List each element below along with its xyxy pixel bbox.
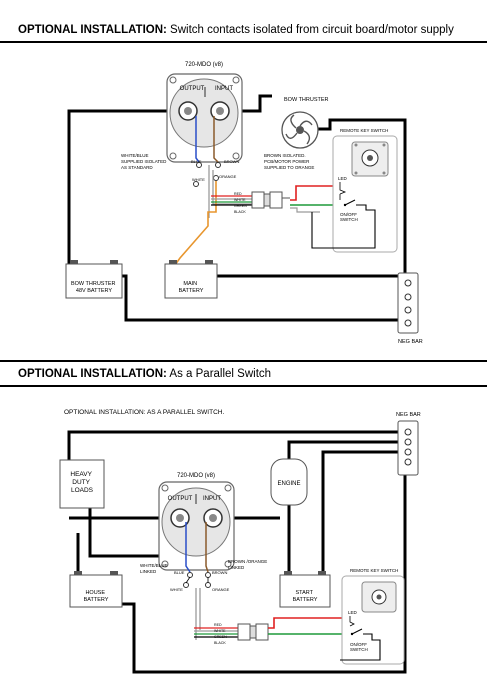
blue-label: BLUE	[174, 570, 185, 575]
section2-rule-bottom	[0, 385, 487, 387]
start-battery	[279, 574, 331, 608]
white-label: WHITE	[192, 177, 205, 182]
brown-label: BROWN	[212, 570, 227, 575]
input-label: INPUT	[215, 86, 233, 92]
blue-wire	[185, 522, 191, 573]
brown-terminal	[215, 162, 221, 168]
orange-label: ORANGE	[212, 587, 230, 592]
heavy-duty-loads-box	[59, 459, 105, 509]
blue-wire	[195, 116, 200, 163]
red-wire	[268, 617, 348, 629]
white-blue-note: WHITE/BLUE SUPPLIED ISOLATED AS STANDARD	[121, 153, 168, 170]
neg-bar-label: NEG BAR	[398, 339, 423, 345]
neg-bar	[397, 420, 419, 476]
section2-title-bold: OPTIONAL INSTALLATION:	[18, 368, 167, 380]
section1-title-rest: Switch contacts isolated from circuit bo…	[166, 24, 454, 36]
engine-label: ENGINE	[277, 481, 300, 487]
led-label: LED	[338, 176, 348, 181]
led-label: LED	[348, 610, 358, 615]
brown-terminal	[205, 572, 211, 578]
blue-label: BLUE	[191, 159, 202, 164]
bow-thruster-battery	[65, 263, 123, 299]
remote-key-switch-label: REMOTE KEY SWITCH	[340, 128, 388, 133]
connector-plug	[251, 191, 265, 209]
bow-battery-label: BOW THRUSTER 48V BATTERY	[71, 281, 117, 294]
section1-title: OPTIONAL INSTALLATION: Switch contacts i…	[18, 24, 454, 36]
section1-rule	[0, 41, 487, 43]
signal-wire-bundle	[194, 627, 238, 638]
mdo-model-label: 720-MDO (v8)	[177, 473, 215, 479]
blue-terminal	[196, 162, 202, 168]
output-label: OUTPUT	[168, 496, 193, 502]
onoff-switch-label: ON/OFF SWITCH	[350, 642, 368, 652]
brown-orange-note: BROWN /ORANGE LINKED	[228, 559, 269, 570]
input-label: INPUT	[203, 496, 221, 502]
connector-plug	[237, 623, 251, 641]
brown-wire	[205, 522, 209, 573]
wire-colour-labels: RED WHITE GREEN BLACK	[214, 623, 228, 645]
remote-key-switch-label: REMOTE KEY SWITCH	[350, 568, 398, 573]
parallel-diagram-subtitle: OPTIONAL INSTALLATION: AS A PARALLEL SWI…	[64, 409, 224, 416]
onoff-switch-label: ON/OFF SWITCH	[340, 212, 358, 222]
house-battery	[69, 574, 123, 608]
neg-bar-label: NEG BAR	[396, 412, 421, 418]
brown-note: BROWN ISOLATED. PCB/MOTOR POWER SUPPLIED…	[264, 153, 314, 170]
orange-label: ORANGE	[219, 174, 237, 179]
brown-label: BROWN	[224, 159, 239, 164]
mdo-switch-dial	[161, 487, 231, 557]
start-battery-label: START BATTERY	[293, 590, 318, 603]
neg-bar	[397, 272, 419, 334]
engine-box	[270, 458, 308, 506]
bow-thruster-label: BOW THRUSTER	[284, 97, 329, 103]
main-battery-label: MAIN BATTERY	[179, 281, 204, 294]
mdo-switch-dial	[169, 78, 239, 148]
house-battery-label: HOUSE BATTERY	[84, 590, 109, 603]
orange-terminal	[213, 175, 219, 181]
white-blue-note: WHITE/BLUE LINKED	[140, 563, 169, 574]
signal-wire-bundle	[211, 195, 252, 206]
white-label: WHITE	[170, 587, 183, 592]
diagram-parallel-switch: OPTIONAL INSTALLATION: AS A PARALLEL SWI…	[59, 409, 421, 674]
red-wire	[290, 185, 340, 201]
mdo-model-label: 720-MDO (v8)	[185, 62, 223, 68]
orange-terminal	[205, 582, 211, 588]
heavy-duty-loads-label: HEAVY DUTY LOADS	[70, 471, 93, 494]
white-terminal	[183, 582, 189, 588]
white-terminal	[193, 181, 199, 187]
orange-wire	[174, 181, 217, 266]
blue-terminal	[187, 572, 193, 578]
section2-title-rest: As a Parallel Switch	[166, 368, 272, 380]
wire-colour-labels: RED WHITE GREEN BLACK	[234, 192, 248, 214]
section2-rule-top	[0, 360, 487, 362]
main-battery	[164, 263, 218, 299]
output-label: OUTPUT	[180, 86, 205, 92]
section2-title: OPTIONAL INSTALLATION: As a Parallel Swi…	[18, 368, 271, 380]
diagram-isolated-contacts: 720-MDO (v8) OUTPUT INPUT BLUE BROWN WHI…	[65, 62, 423, 345]
brown-wire	[213, 116, 219, 163]
section1-title-bold: OPTIONAL INSTALLATION:	[18, 24, 167, 36]
